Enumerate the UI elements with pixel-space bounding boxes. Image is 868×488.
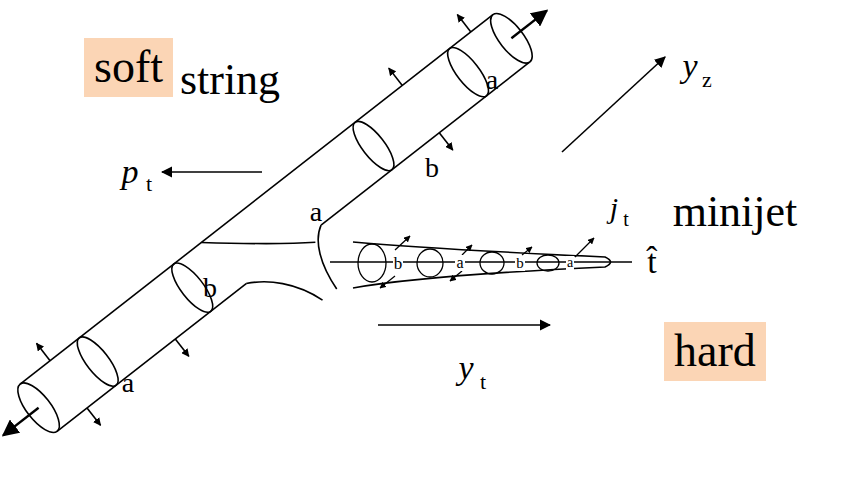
ring-label: a <box>455 255 464 271</box>
tag-text: hard <box>674 327 756 375</box>
tag-text: soft <box>94 43 163 91</box>
subscript: t <box>480 371 486 393</box>
region-tag: hard <box>664 322 766 381</box>
ring-label: b <box>515 256 525 271</box>
string-label: string <box>180 58 280 102</box>
ring-label: a <box>486 66 498 94</box>
ring-label: b <box>393 255 404 272</box>
ring-label: a <box>566 256 574 270</box>
ring-label: b <box>203 274 217 302</box>
rapidity-symbol: y <box>682 49 697 83</box>
subscript: t <box>623 209 629 229</box>
jet-momentum-symbol: j <box>610 193 618 223</box>
subscript: z <box>702 69 712 91</box>
rapidity-symbol: y <box>458 351 473 385</box>
ring-label: a <box>310 198 322 226</box>
minijet-label: minijet <box>673 190 798 234</box>
axis-label: t̂ <box>647 245 656 279</box>
ring-label: a <box>122 369 134 397</box>
subscript: t <box>146 173 152 195</box>
ring-label: b <box>425 154 439 182</box>
region-tag: soft <box>84 38 173 97</box>
momentum-symbol: p <box>122 155 139 189</box>
